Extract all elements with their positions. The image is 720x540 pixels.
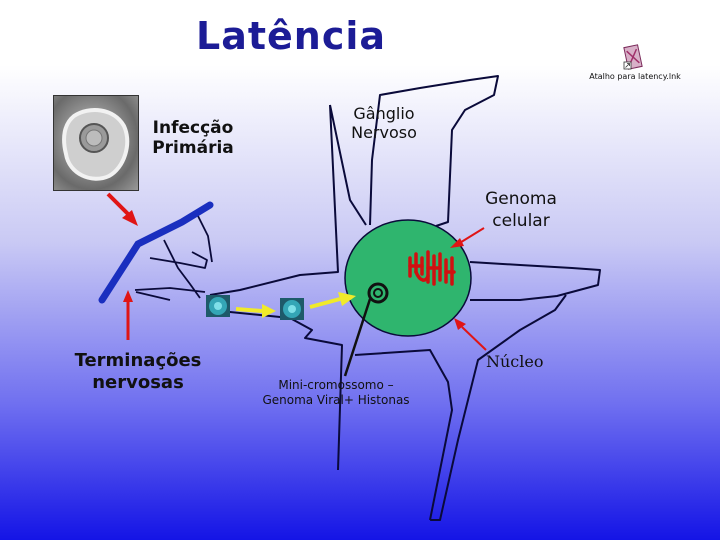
label-terminacoes-line1: Terminações	[52, 350, 224, 372]
label-infeccao-line2: Primária	[138, 138, 248, 158]
label-minicromossomo: Mini-cromossomo – Genoma Viral+ Histonas	[236, 378, 436, 408]
label-ganglio-line2: Nervoso	[334, 123, 434, 142]
label-infeccao-line1: Infecção	[138, 118, 248, 138]
label-infeccao: Infecção Primária	[138, 118, 248, 158]
label-nucleo: Núcleo	[486, 352, 543, 371]
virion-1	[206, 295, 230, 317]
label-minicromossomo-line1: Mini-cromossomo –	[236, 378, 436, 393]
label-terminacoes-line2: nervosas	[52, 372, 224, 394]
label-genoma-line2: celular	[466, 210, 576, 232]
label-genoma-line1: Genoma	[466, 188, 576, 210]
label-genoma: Genoma celular	[466, 188, 576, 232]
label-minicromossomo-line2: Genoma Viral+ Histonas	[236, 393, 436, 408]
label-ganglio: Gânglio Nervoso	[334, 104, 434, 142]
label-ganglio-line1: Gânglio	[334, 104, 434, 123]
label-terminacoes: Terminações nervosas	[52, 350, 224, 394]
virion-2	[280, 298, 304, 320]
